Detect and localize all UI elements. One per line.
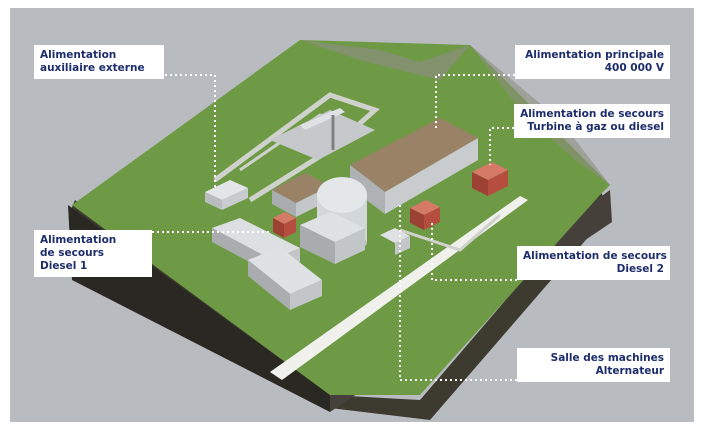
pumphouse-top bbox=[380, 228, 410, 243]
annex-top bbox=[300, 212, 365, 242]
gas-turbine-red-front bbox=[488, 170, 508, 196]
leader-aux-externe bbox=[160, 74, 216, 190]
aux-building-front bbox=[222, 188, 248, 210]
warehouse-front bbox=[290, 280, 322, 310]
diesel1-red-side bbox=[273, 218, 284, 238]
turbine-hall-front bbox=[385, 138, 478, 214]
turbine-hall-side bbox=[350, 165, 385, 214]
annex-front bbox=[335, 228, 365, 264]
diesel2-red-top bbox=[410, 200, 440, 215]
road bbox=[270, 196, 528, 380]
diesel1-red-front bbox=[284, 218, 296, 238]
aux-building-side bbox=[205, 192, 222, 210]
diesel2-red-front bbox=[424, 207, 440, 230]
pumphouse-front bbox=[395, 236, 410, 255]
label-alimentation-secours-turbine: Alimentation de secours Turbine à gaz ou… bbox=[514, 104, 670, 138]
switchyard bbox=[270, 110, 375, 160]
access-road-loop bbox=[213, 92, 380, 203]
annex-side bbox=[300, 225, 335, 264]
label-alimentation-principale: Alimentation principale 400 000 V bbox=[515, 45, 670, 79]
diesel1-red-top bbox=[273, 212, 296, 224]
label-alimentation-secours-diesel-1: Alimentation de secours Diesel 1 bbox=[34, 230, 152, 277]
aux-building-top bbox=[205, 180, 248, 200]
leader-diesel2 bbox=[431, 222, 517, 281]
leader-salle-machines bbox=[399, 205, 517, 381]
gas-turbine-red-top bbox=[472, 162, 508, 180]
gas-turbine-red-side bbox=[472, 172, 488, 196]
fuel-building-roof bbox=[272, 173, 330, 203]
terrain-soil-front bbox=[70, 190, 610, 420]
leader-principale bbox=[435, 74, 515, 130]
warehouse-top bbox=[248, 247, 322, 294]
warehouse-side bbox=[248, 260, 290, 310]
terrain-rocks bbox=[300, 40, 470, 80]
turbine-hall-roof bbox=[350, 118, 478, 192]
diesel2-red-side bbox=[410, 208, 424, 230]
fuel-building-side bbox=[272, 190, 296, 217]
label-salle-des-machines: Salle des machines Alternateur bbox=[517, 348, 670, 382]
switchyard-structure bbox=[300, 108, 345, 130]
reactor-dome bbox=[317, 177, 367, 213]
label-alimentation-auxiliaire-externe: Alimentation auxiliaire externe bbox=[34, 45, 164, 79]
access-road-east bbox=[399, 213, 501, 252]
label-alimentation-secours-diesel-2: Alimentation de secours Diesel 2 bbox=[517, 246, 670, 280]
